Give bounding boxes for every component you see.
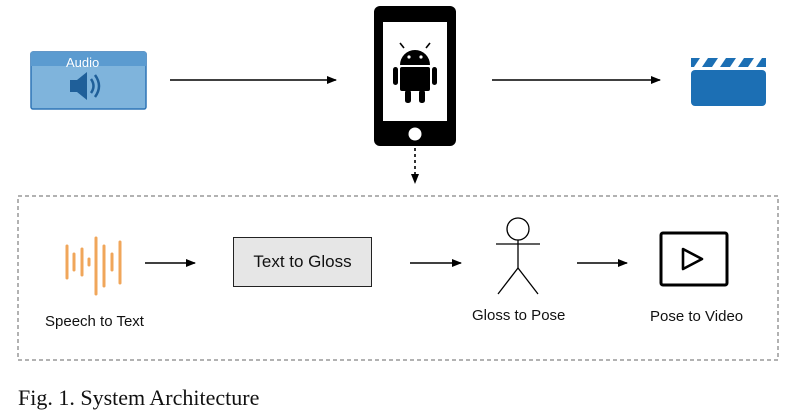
audio-card — [30, 51, 147, 110]
text-to-gloss-label: Text to Gloss — [253, 252, 352, 271]
speaker-icon — [70, 72, 101, 100]
audio-label: Audio — [66, 55, 100, 70]
play-icon — [659, 231, 729, 287]
pose-to-video-label: Pose to Video — [650, 308, 744, 325]
stick-figure-icon — [496, 217, 540, 295]
android-icon — [393, 42, 437, 103]
pipeline-container — [17, 195, 779, 361]
clapperboard-icon — [691, 58, 766, 106]
speech-to-text-label: Speech to Text — [45, 313, 144, 330]
figure-caption: Fig. 1. System Architecture — [18, 385, 260, 410]
gloss-to-pose-label: Gloss to Pose — [472, 307, 566, 324]
smartphone — [374, 6, 456, 146]
text-to-gloss-box: Text to Gloss — [233, 237, 372, 287]
waveform-icon — [65, 236, 122, 296]
